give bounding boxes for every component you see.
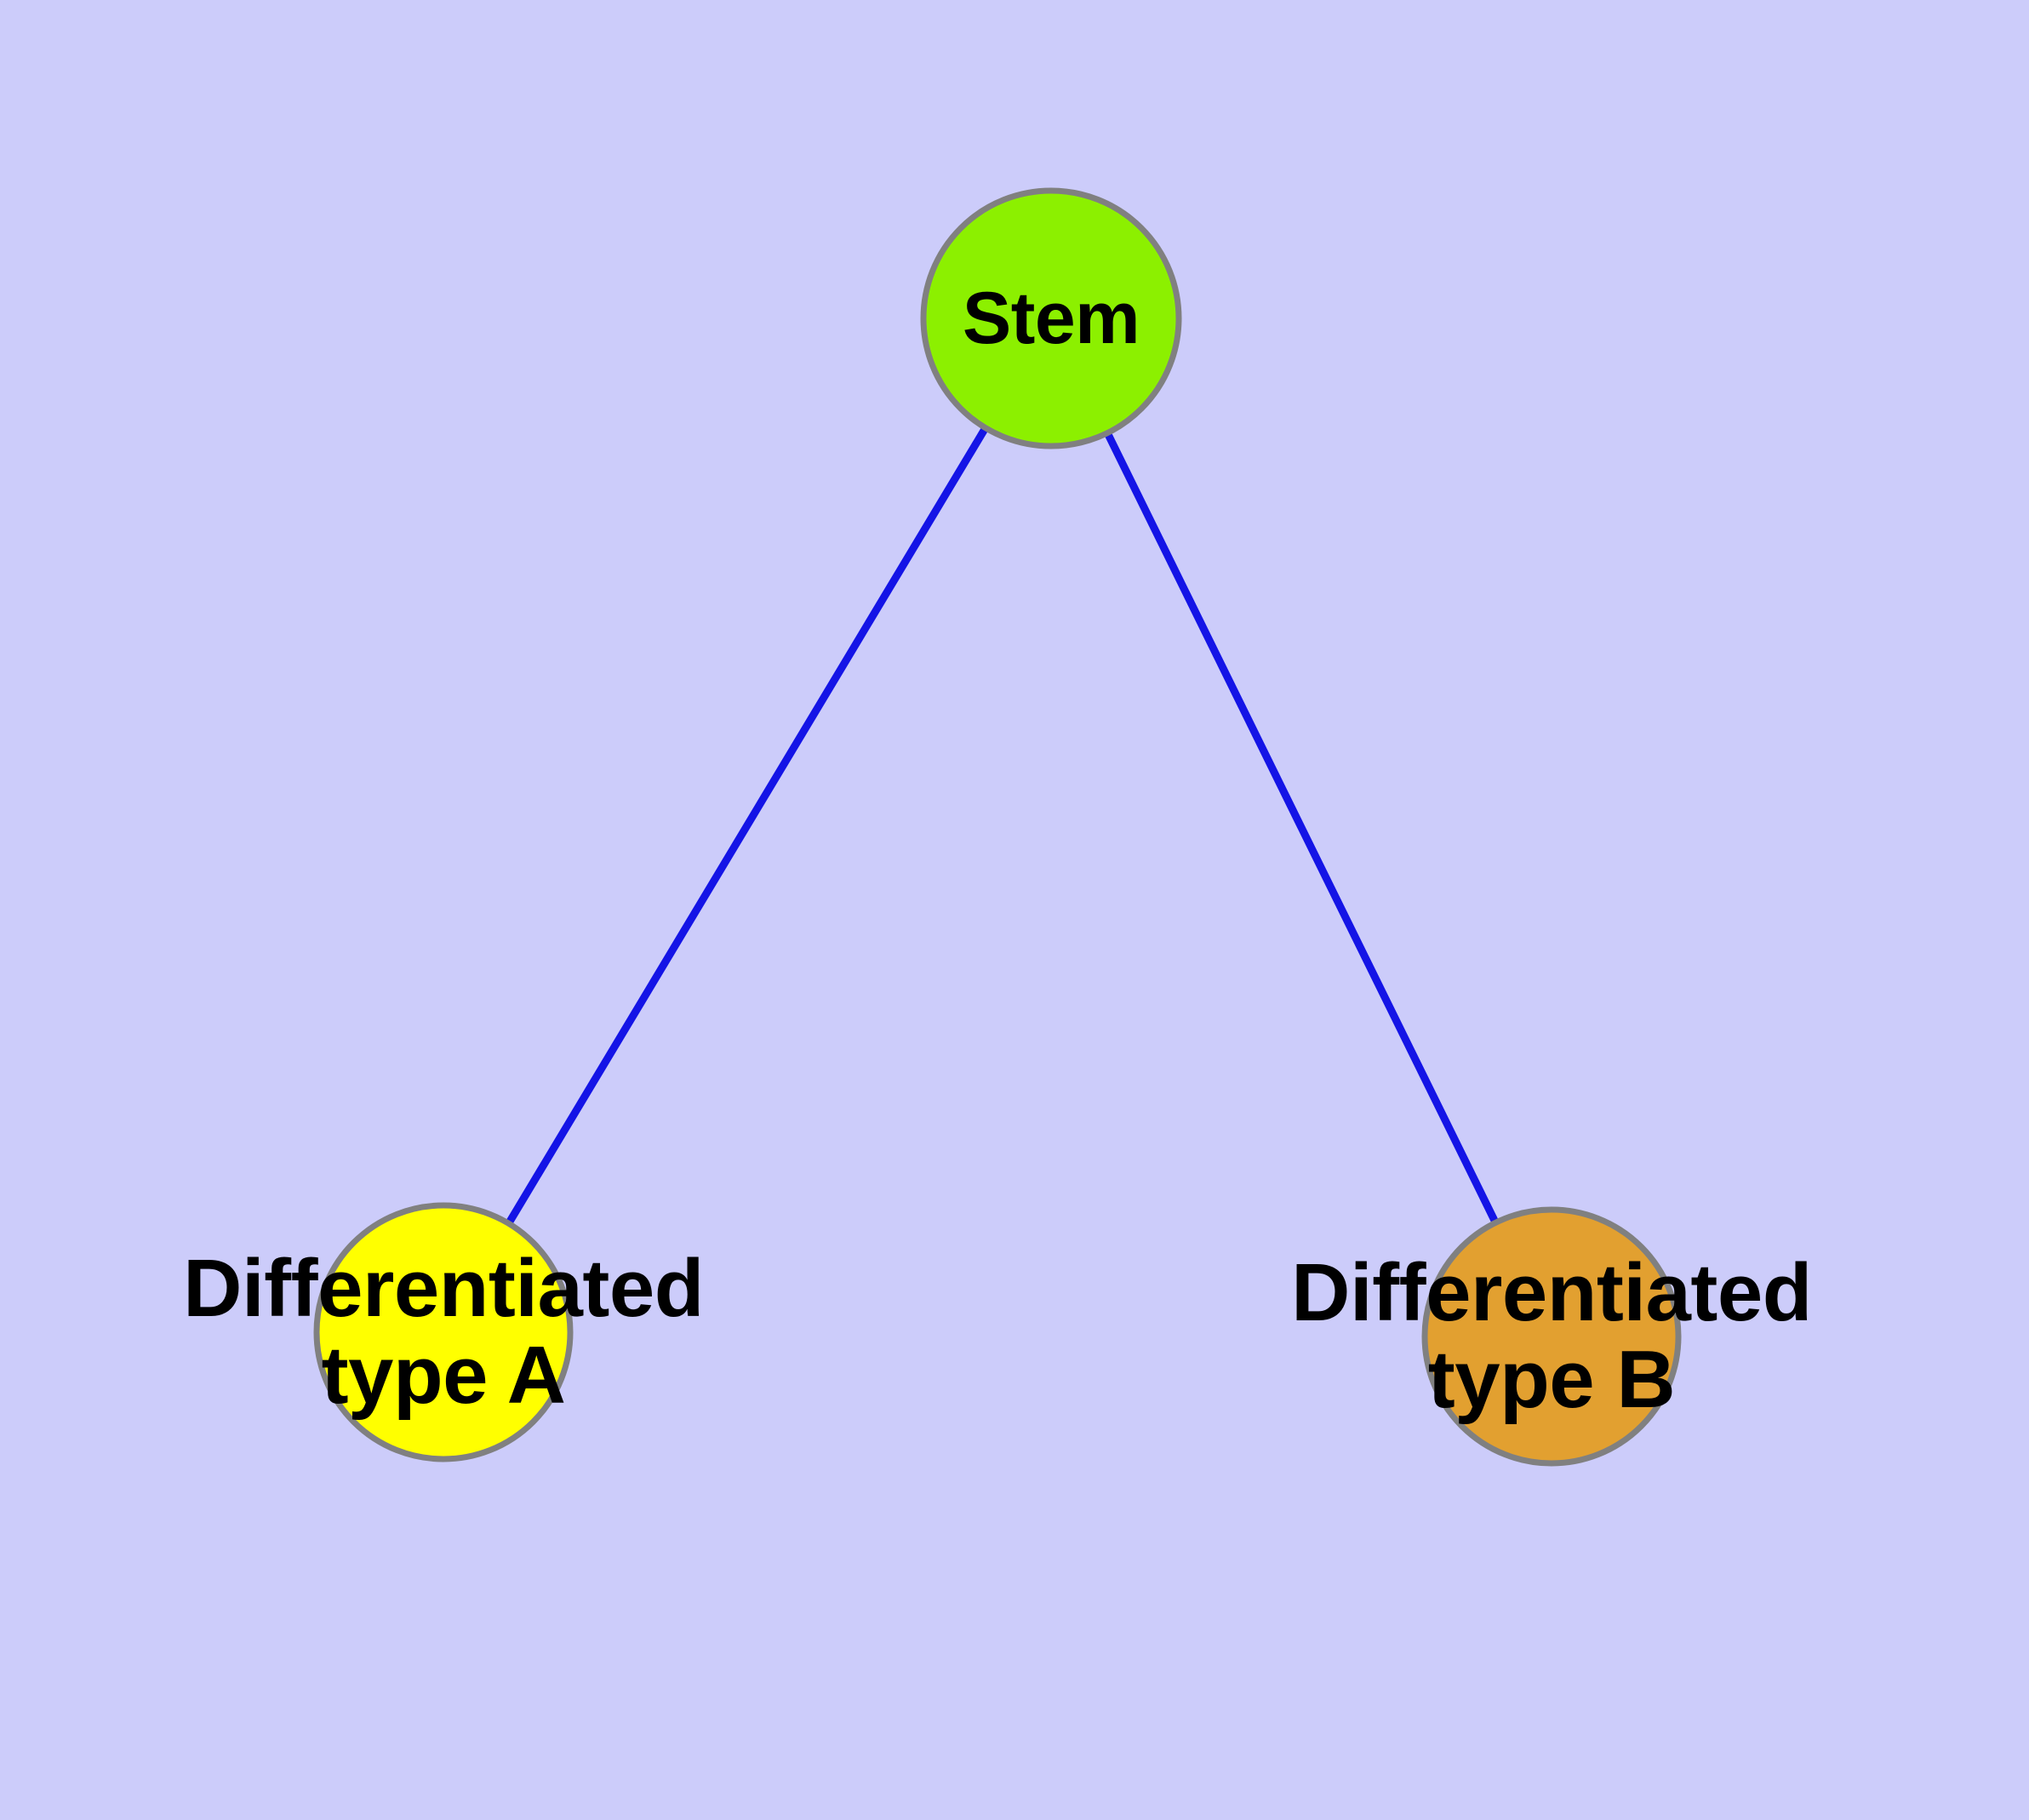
nodes-layer (313, 187, 1682, 1467)
node-stem[interactable] (920, 187, 1182, 449)
node-differentiated-type-a[interactable] (313, 1202, 574, 1462)
node-differentiated-type-b[interactable] (1421, 1206, 1682, 1467)
edges-layer (504, 424, 1500, 1228)
edge-stem-to-differentiated-type-a[interactable] (504, 424, 990, 1228)
edge-stem-to-differentiated-type-b[interactable] (1103, 429, 1500, 1227)
